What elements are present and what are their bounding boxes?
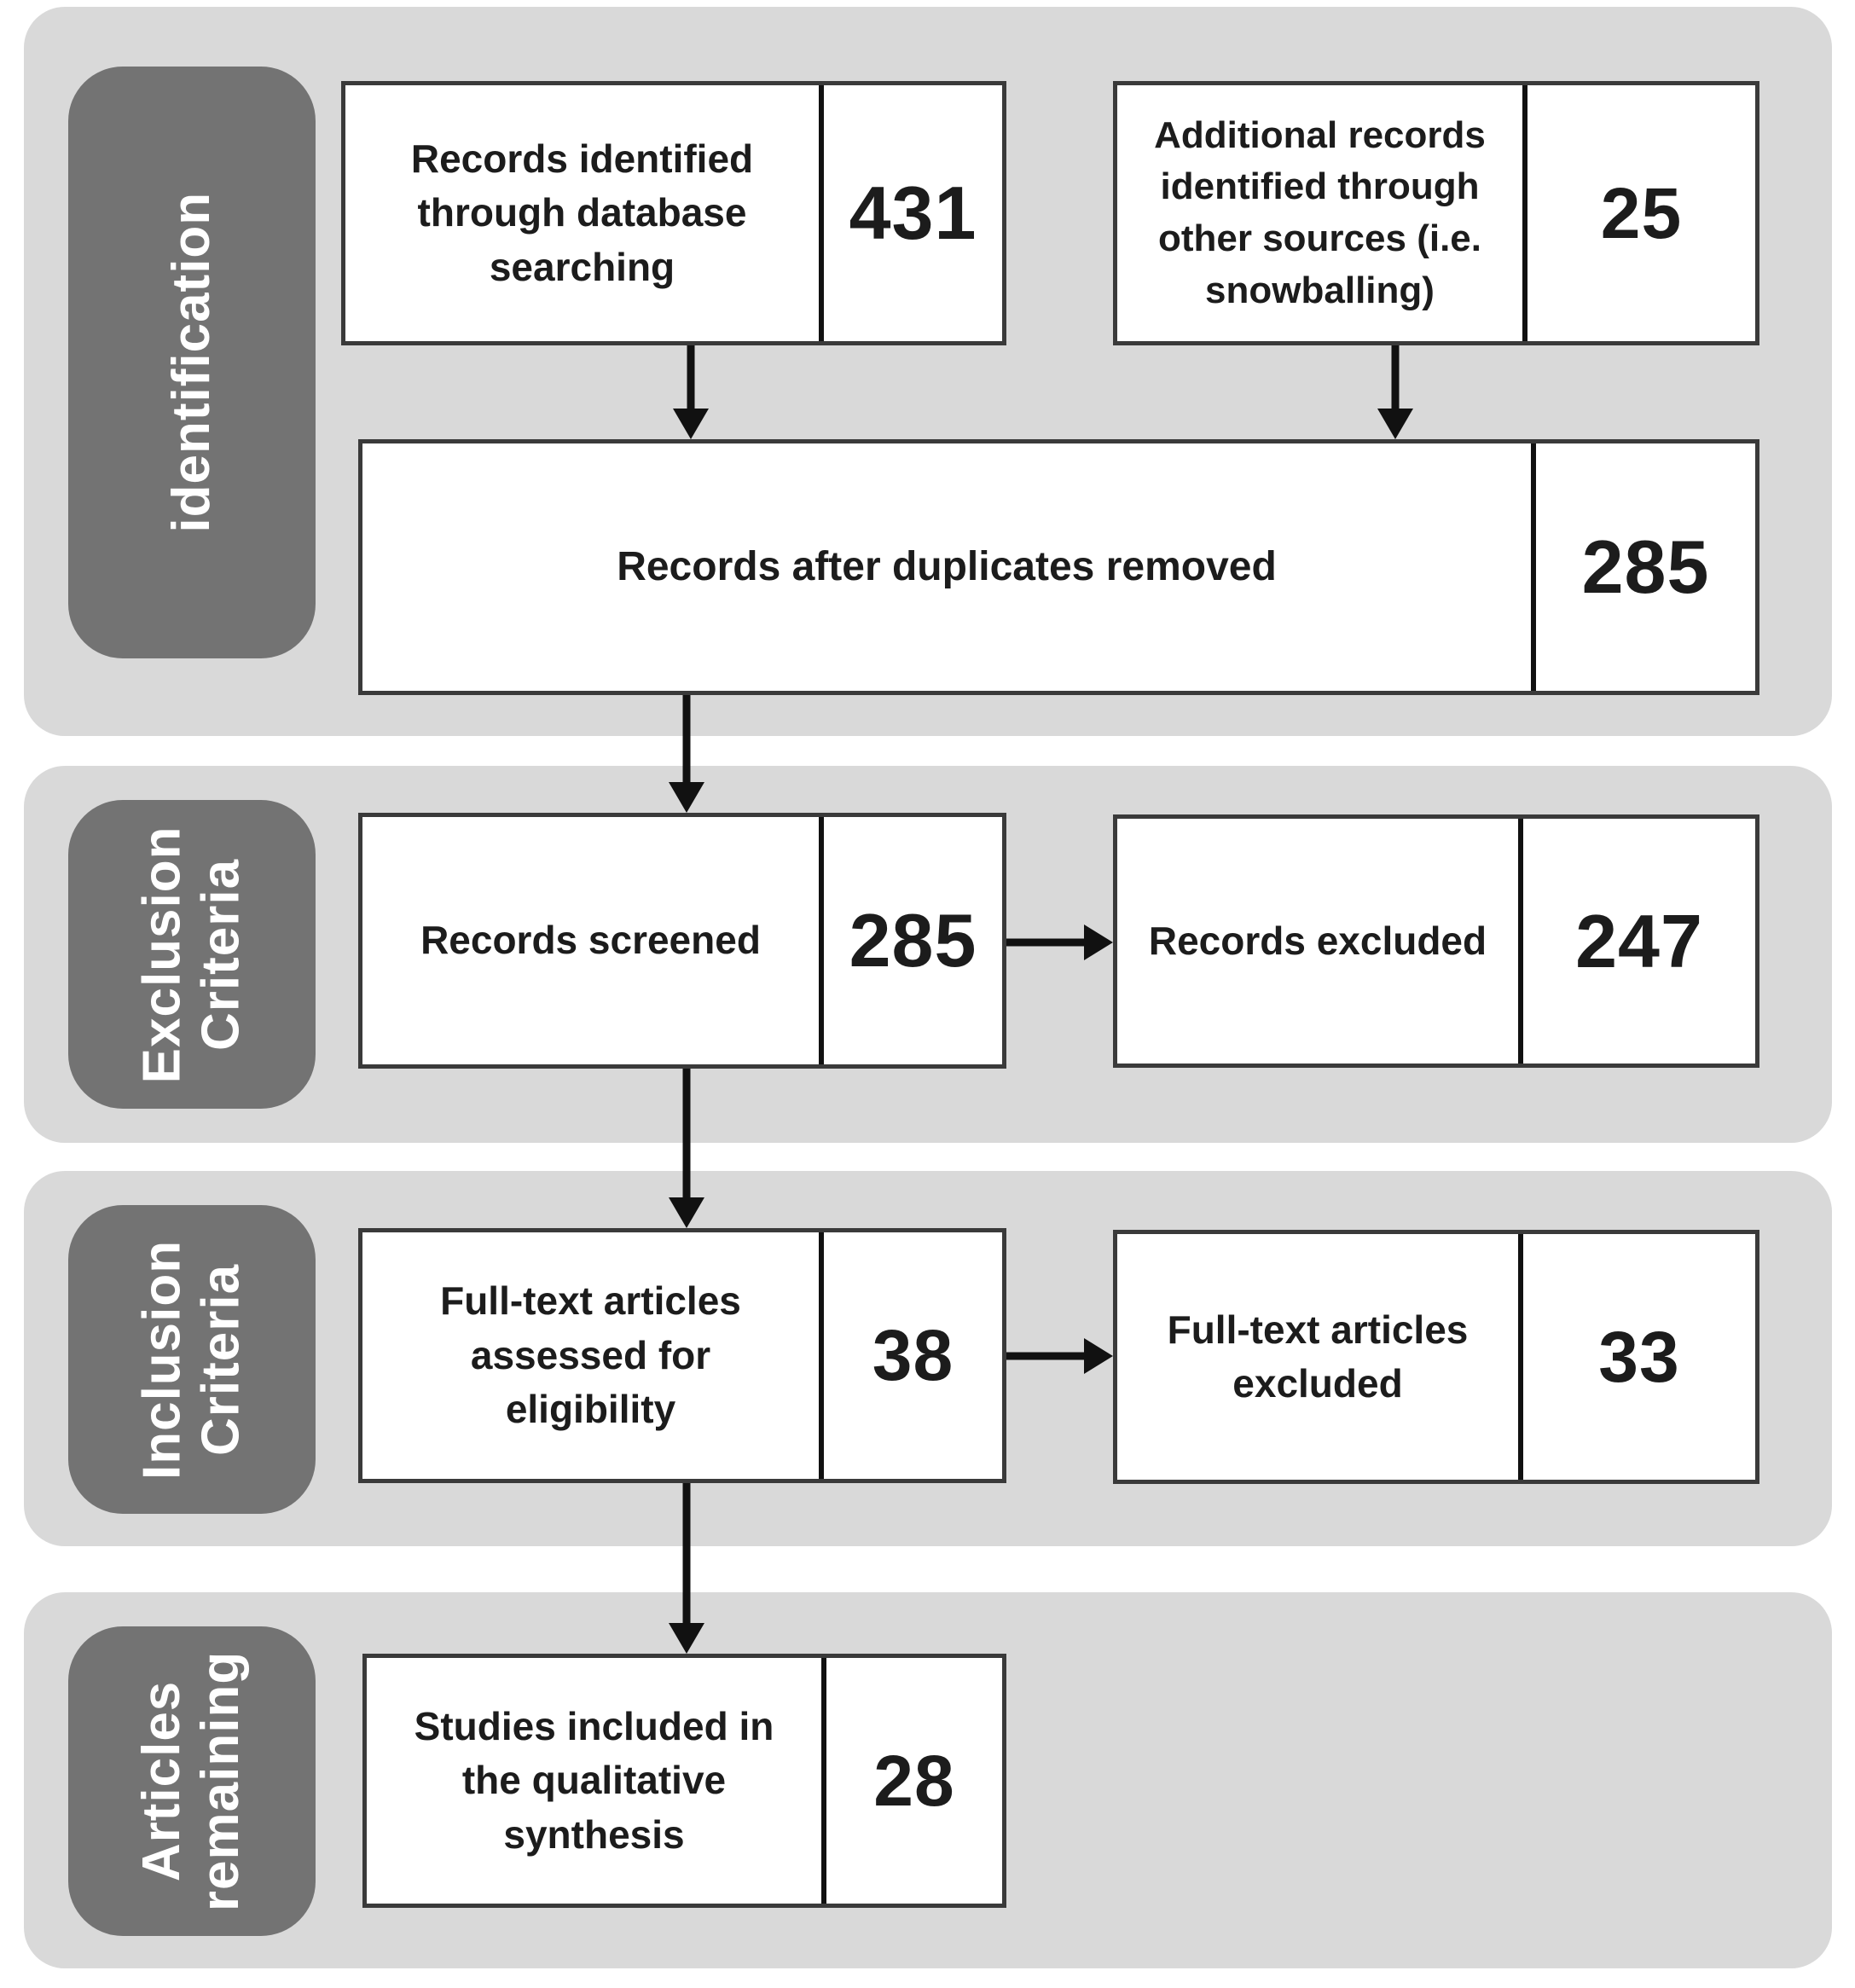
box-fulltext-excluded-label: Full-text articles excluded — [1167, 1307, 1469, 1406]
arrow-head-icon — [1377, 409, 1413, 439]
arrow-shaft — [682, 1069, 691, 1201]
arrow-head-icon — [669, 1197, 704, 1228]
box-additional-records-count: 25 — [1522, 85, 1755, 341]
arrow-head-icon — [669, 1623, 704, 1654]
arrow-screened-to-fulltext — [668, 1069, 705, 1228]
box-records-identified-label: Records identified through database sear… — [410, 136, 754, 289]
arrow-fulltext-to-included — [668, 1483, 705, 1654]
box-duplicates-removed-label: Records after duplicates removed — [617, 543, 1277, 589]
arrow-shaft — [687, 345, 695, 412]
section-label-inclusion-criteria: Inclusion Criteria — [68, 1205, 316, 1514]
box-records-screened: Records screened 285 — [358, 813, 1006, 1069]
box-additional-records: Additional records identified through ot… — [1113, 81, 1759, 345]
section-label-articles-remaining: Articles remaining — [68, 1626, 316, 1936]
box-records-identified: Records identified through database sear… — [341, 81, 1006, 345]
arrow-shaft — [682, 1483, 691, 1626]
arrow-head-icon — [1084, 924, 1113, 960]
box-studies-included-count: 28 — [821, 1658, 1002, 1904]
box-records-identified-count: 431 — [819, 85, 1002, 341]
arrow-duplicates-to-screened — [668, 695, 705, 813]
box-records-screened-label: Records screened — [420, 918, 761, 963]
box-fulltext-assessed-count: 38 — [819, 1232, 1002, 1479]
box-fulltext-assessed-label: Full-text articles assessed for eligibil… — [440, 1278, 741, 1432]
arrow-shaft — [1391, 345, 1400, 412]
box-records-excluded-label: Records excluded — [1148, 918, 1487, 963]
arrow-shaft — [1006, 938, 1087, 947]
arrow-shaft — [682, 695, 691, 785]
section-label-exclusion-criteria: Exclusion Criteria — [68, 800, 316, 1109]
box-additional-records-label: Additional records identified through ot… — [1154, 113, 1486, 311]
arrow-head-icon — [673, 409, 709, 439]
arrow-head-icon — [1084, 1338, 1113, 1374]
box-fulltext-excluded-count: 33 — [1518, 1234, 1755, 1480]
box-studies-included: Studies included in the qualitative synt… — [362, 1654, 1006, 1908]
section-label-identification: identification — [68, 67, 316, 658]
section-label-inclusion-criteria-text: Inclusion Criteria — [132, 1239, 251, 1480]
box-fulltext-excluded: Full-text articles excluded 33 — [1113, 1230, 1759, 1484]
box-duplicates-removed: Records after duplicates removed 285 — [358, 439, 1759, 695]
section-label-exclusion-criteria-text: Exclusion Criteria — [132, 826, 251, 1083]
box-records-screened-count: 285 — [819, 817, 1002, 1064]
arrow-additional-to-duplicates — [1377, 345, 1414, 439]
box-fulltext-assessed: Full-text articles assessed for eligibil… — [358, 1228, 1006, 1483]
arrow-shaft — [1006, 1352, 1087, 1360]
section-label-articles-remaining-text: Articles remaining — [132, 1650, 252, 1912]
arrow-fulltext-to-excluded — [1006, 1337, 1113, 1375]
arrow-head-icon — [669, 782, 704, 813]
section-label-identification-text: identification — [162, 192, 222, 533]
box-records-excluded: Records excluded 247 — [1113, 814, 1759, 1068]
box-studies-included-label: Studies included in the qualitative synt… — [414, 1703, 774, 1857]
arrow-screened-to-excluded — [1006, 924, 1113, 961]
box-duplicates-removed-count: 285 — [1531, 443, 1755, 691]
box-records-excluded-count: 247 — [1518, 819, 1755, 1064]
arrow-identified-to-duplicates — [672, 345, 710, 439]
